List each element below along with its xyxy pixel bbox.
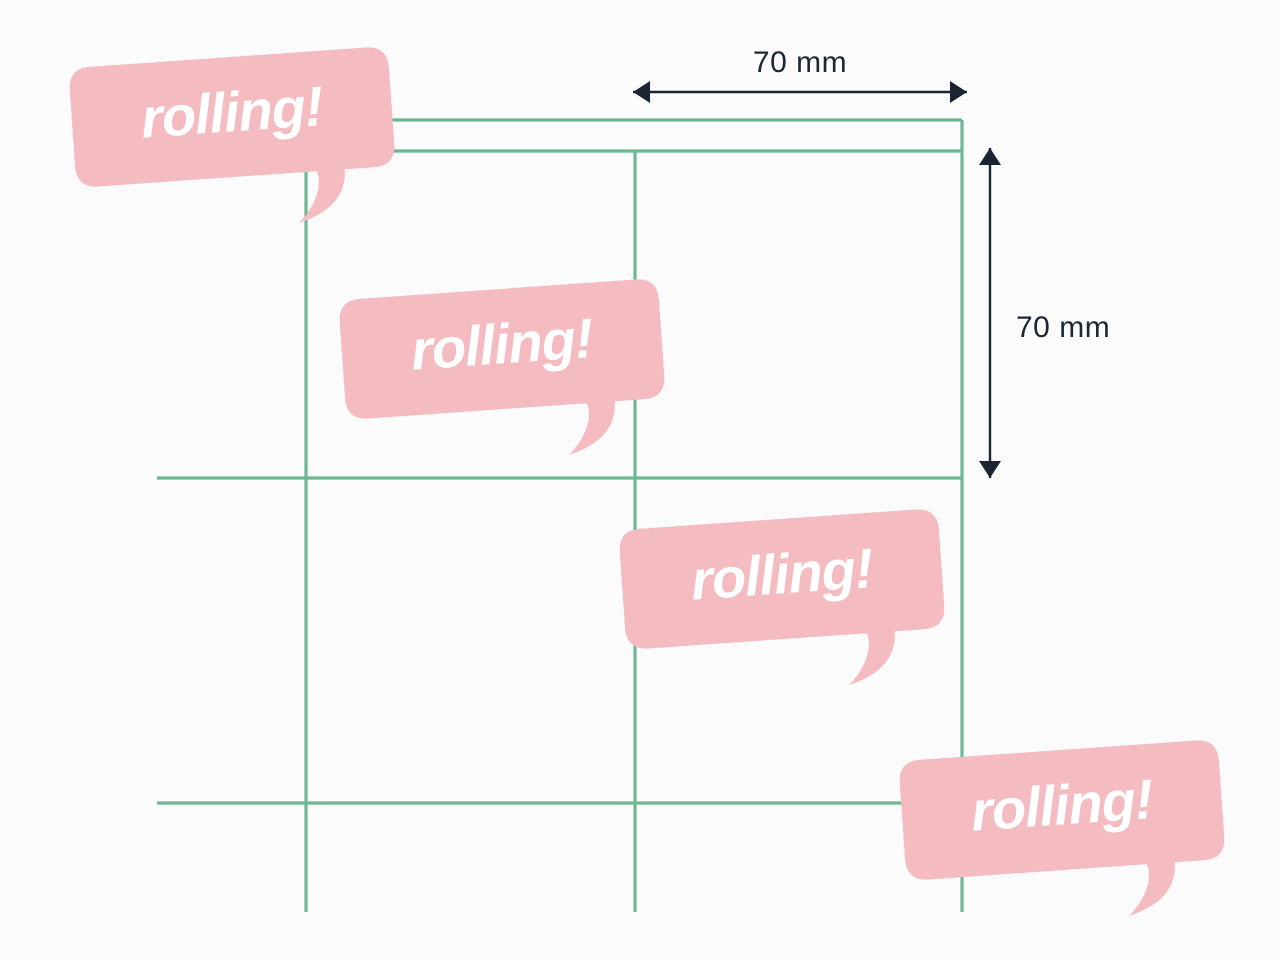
watermark-1: rolling! bbox=[69, 47, 395, 223]
watermark-1-label: rolling! bbox=[139, 74, 325, 150]
height-dimension-label: 70 mm bbox=[1016, 311, 1110, 344]
watermark-bubbles-group: rolling! rolling! rolling! rolling! bbox=[69, 47, 1225, 916]
width-dimension-arrowhead-end bbox=[950, 81, 967, 103]
watermark-3-label: rolling! bbox=[689, 536, 875, 612]
height-dimension-arrowhead-end bbox=[979, 461, 1001, 478]
watermark-3-bubble bbox=[619, 509, 945, 685]
watermark-1-bubble bbox=[69, 47, 395, 223]
dimension-annotations-group: 70 mm 70 mm bbox=[633, 46, 1110, 478]
watermark-3: rolling! bbox=[619, 509, 945, 685]
watermark-4-label: rolling! bbox=[969, 767, 1155, 843]
watermark-4: rolling! bbox=[899, 740, 1225, 916]
watermark-2-bubble bbox=[339, 279, 665, 455]
width-dimension-label: 70 mm bbox=[753, 46, 847, 79]
watermark-2-label: rolling! bbox=[409, 306, 595, 382]
width-dimension-arrowhead-start bbox=[633, 81, 650, 103]
watermark-2: rolling! bbox=[339, 279, 665, 455]
height-dimension-arrowhead-start bbox=[979, 148, 1001, 165]
watermark-4-bubble bbox=[899, 740, 1225, 916]
